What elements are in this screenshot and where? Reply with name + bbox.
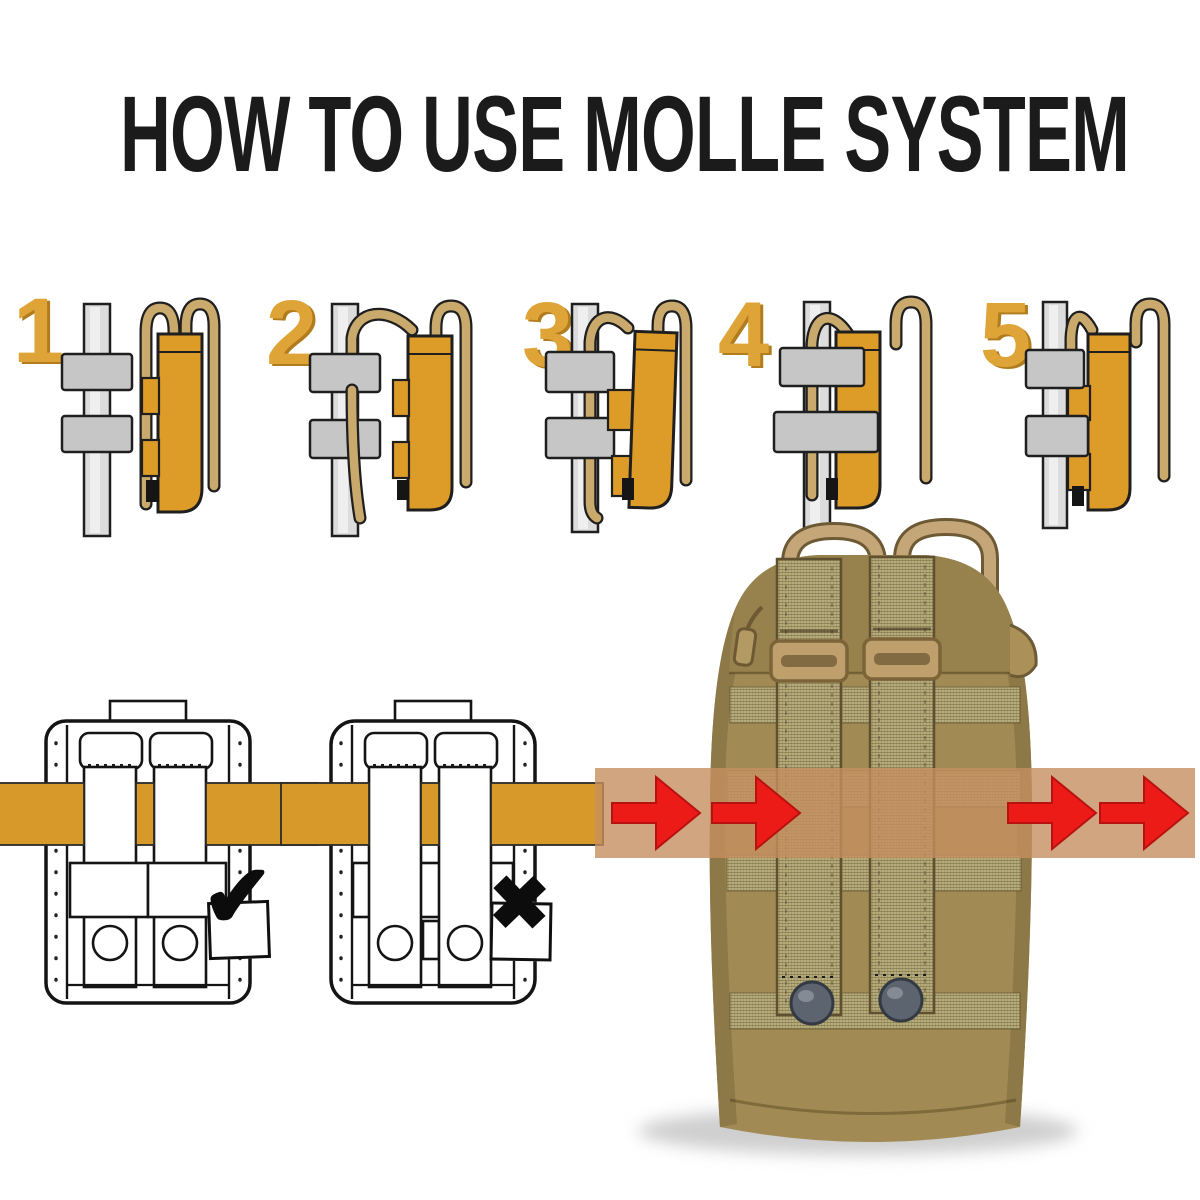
zipper-pull-left <box>732 605 764 667</box>
side-tab-right <box>1009 623 1038 679</box>
pouch-back <box>622 299 693 510</box>
correct-checkbox: ✔ <box>200 848 276 961</box>
strap-woven-down <box>583 311 635 525</box>
buckle-left <box>769 639 849 683</box>
step-4-diagram <box>772 295 933 540</box>
step-5-number: 5 <box>980 284 1032 386</box>
snap-button-right <box>875 974 929 1023</box>
strap-threaded-through-top-loop <box>345 307 419 395</box>
right-arrow-icon <box>1007 774 1098 852</box>
buckle-right <box>862 637 942 681</box>
step-2-number: 2 <box>266 282 318 384</box>
step-2-diagram <box>308 299 473 538</box>
page-title: HOW TO USE MOLLE SYSTEM <box>120 73 1130 194</box>
snap-button-left <box>782 976 836 1026</box>
step-1-diagram <box>60 297 221 538</box>
incorrect-weave-diagram <box>280 699 604 1005</box>
right-arrow-icon <box>611 774 702 852</box>
pouch-back-with-straps <box>139 297 221 514</box>
belt-path-band <box>595 768 1195 858</box>
belt-not-woven <box>280 782 604 846</box>
correct-weave-diagram <box>0 699 319 1005</box>
step-5-diagram <box>1024 297 1171 530</box>
pouch-strap-behind <box>805 295 933 502</box>
vest-webbing-strap <box>60 302 134 538</box>
step-1-number: 1 <box>13 280 65 382</box>
d-ring-right <box>893 517 999 638</box>
right-arrow-icon <box>1099 774 1190 852</box>
step-4-number: 4 <box>718 284 770 386</box>
check-icon: ✔ <box>200 847 276 947</box>
step-3-diagram <box>544 299 693 534</box>
x-icon: ✖ <box>487 861 552 946</box>
pouch-back <box>391 299 473 512</box>
d-ring-left <box>781 521 887 646</box>
incorrect-checkbox: ✖ <box>488 861 553 962</box>
pouch-straps-secured <box>1064 297 1171 483</box>
strap-tail <box>345 383 367 525</box>
pouch-back <box>1086 332 1132 512</box>
lower-channel-in-front <box>68 861 228 919</box>
right-arrow-icon <box>711 774 802 852</box>
